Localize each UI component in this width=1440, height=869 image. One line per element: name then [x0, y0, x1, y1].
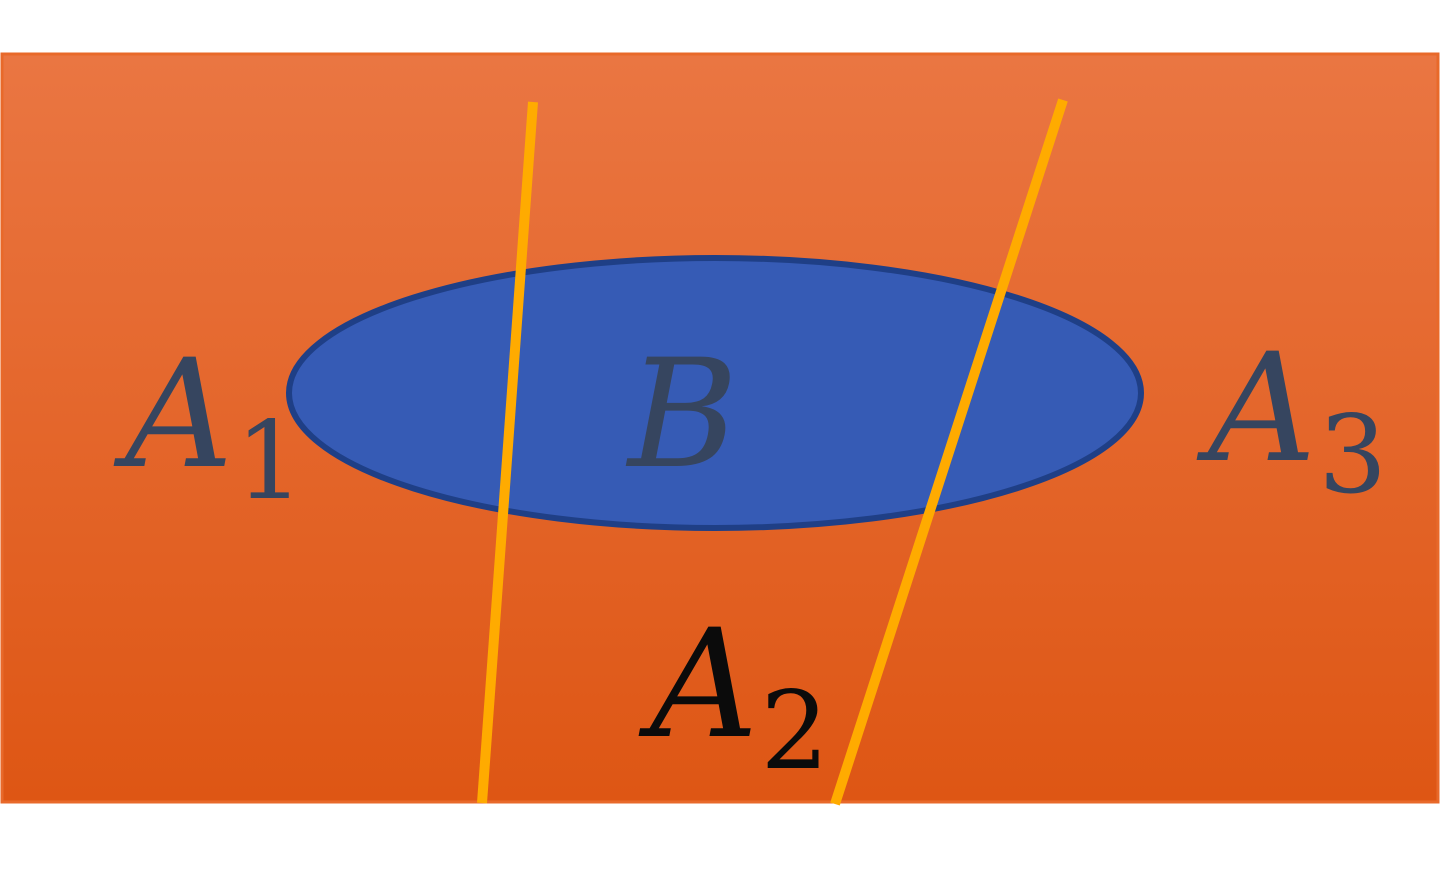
label-a1-subscript: 1 — [235, 399, 304, 524]
event-b-ellipse-outline — [286, 255, 1144, 531]
partition-line-right — [830, 98, 1068, 806]
label-a3: A3 — [1196, 322, 1387, 518]
label-a1-letter: A — [113, 328, 233, 502]
label-a2: A2 — [638, 598, 829, 794]
label-b: B — [625, 328, 738, 502]
partition-line-left — [477, 101, 538, 804]
label-a3-subscript: 3 — [1318, 393, 1387, 518]
label-a2-subscript: 2 — [760, 669, 829, 794]
label-b-letter: B — [625, 328, 738, 502]
label-a2-letter: A — [638, 598, 758, 772]
label-a1: A1 — [113, 328, 304, 524]
label-a3-letter: A — [1196, 322, 1316, 496]
